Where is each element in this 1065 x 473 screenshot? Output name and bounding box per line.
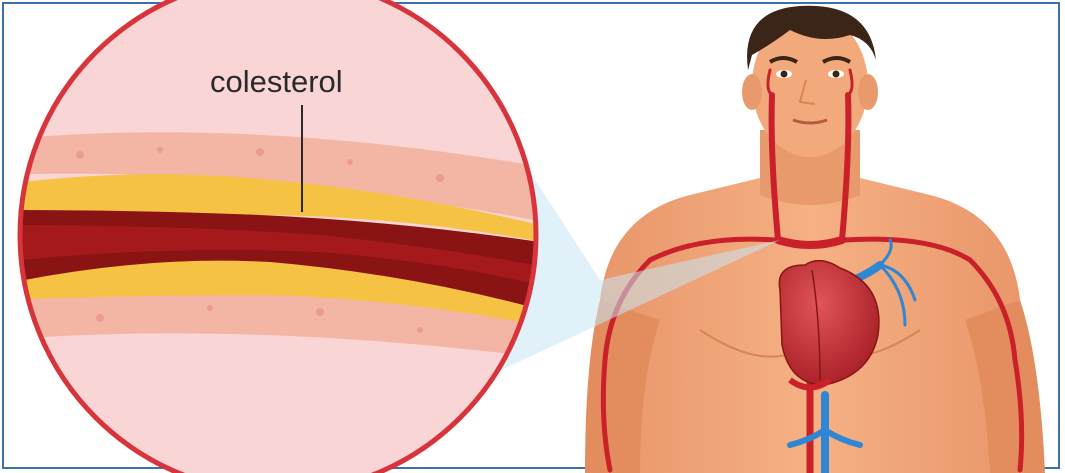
left-ear — [742, 74, 762, 110]
right-ear — [858, 74, 878, 110]
plaque-label: colesterol — [210, 64, 343, 99]
